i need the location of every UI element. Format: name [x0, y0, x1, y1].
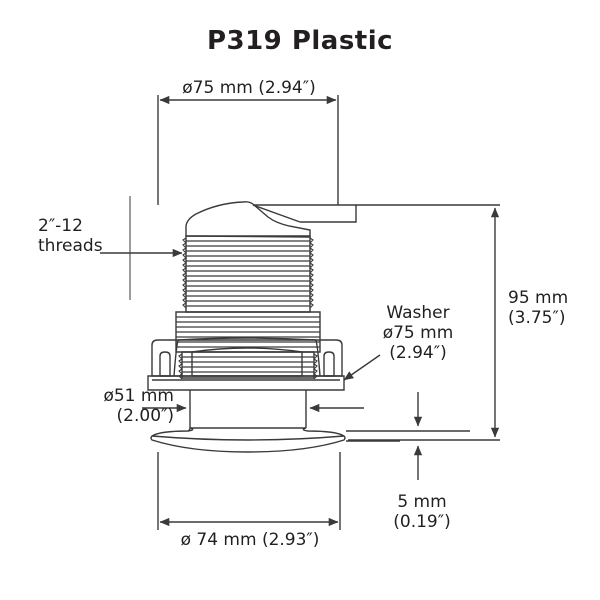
top-diameter-label: ø75 mm (2.94″) [182, 78, 316, 98]
thread-callout-arrow [100, 196, 183, 300]
castellated-nut [151, 337, 343, 377]
overall-height-label: 95 mm(3.75″) [508, 288, 600, 328]
bottom-diameter-label: ø 74 mm (2.93″) [180, 530, 320, 550]
overall-height-line1: 95 mm [508, 288, 569, 308]
cable [252, 204, 357, 223]
washer-callout-line3: (2.94″) [389, 343, 447, 364]
stem-diameter-line2: (2.00″) [116, 406, 174, 427]
page-title: P319 Plastic [206, 26, 394, 56]
middle-body-section [175, 311, 321, 353]
thread-callout-line1: 2″-12 [38, 216, 83, 236]
flange-thickness-label: 5 mm(0.19″) [372, 492, 472, 532]
upper-thread-section [182, 235, 314, 313]
top-dimension-line [157, 95, 339, 205]
dome-top [185, 201, 311, 238]
thread-callout-line2: threads [38, 236, 103, 257]
stem-diameter-label: ø51 mm(2.00″) [48, 386, 174, 426]
flange-thickness-line2: (0.19″) [393, 512, 451, 533]
washer-plate [147, 375, 345, 391]
stem-diameter-line1: ø51 mm [103, 386, 174, 406]
flange-thickness-line1: 5 mm [397, 492, 447, 512]
washer-callout-line2: ø75 mm [382, 323, 454, 344]
overall-height-line2: (3.75″) [508, 308, 566, 329]
flange-base [150, 427, 346, 453]
flange-thickness-dimension [346, 392, 470, 480]
washer-callout-leader [343, 354, 381, 381]
hull-stem [187, 390, 307, 432]
washer-callout-line1: Washer [386, 303, 450, 323]
height-dimension-line [348, 204, 500, 441]
lower-thread-section [178, 351, 318, 380]
bottom-dimension-line [157, 452, 341, 530]
